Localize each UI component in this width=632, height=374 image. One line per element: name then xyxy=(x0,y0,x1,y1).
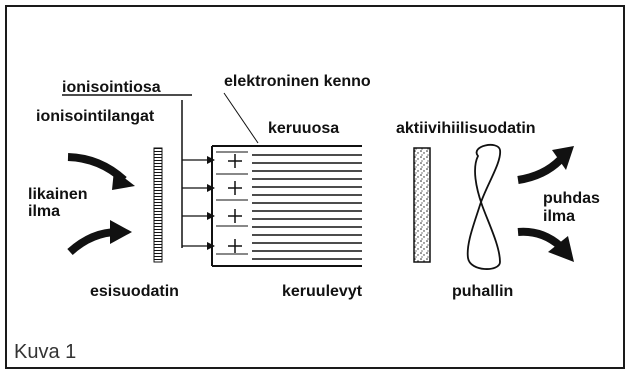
dirty-air-label-line2: ilma xyxy=(28,203,60,220)
collector-section-label: keruuosa xyxy=(268,120,339,137)
dirty-air-label-line1: likainen xyxy=(28,186,88,203)
ionisation-section-label: ionisointiosa xyxy=(62,79,161,96)
activated-carbon-filter xyxy=(413,147,431,263)
fan-label: puhallin xyxy=(452,283,513,300)
clean-air-label-line2: ilma xyxy=(543,208,575,225)
collector-plates-label: keruulevyt xyxy=(282,283,363,300)
prefilter xyxy=(153,147,163,263)
dirty-air-arrow-upper-head xyxy=(112,170,135,190)
clean-air-arrow-upper-shaft xyxy=(517,157,563,184)
electronic-cell-leader-line xyxy=(223,92,259,144)
fan xyxy=(466,143,501,270)
figure-caption: Kuva 1 xyxy=(14,341,76,363)
prefilter-label: esisuodatin xyxy=(90,283,179,300)
activated-carbon-filter-label: aktiivihiilisuodatin xyxy=(396,120,536,137)
collector-plates xyxy=(252,154,362,260)
ionisation-electrodes xyxy=(216,151,248,255)
ionisation-wires-label: ionisointilangat xyxy=(36,108,155,125)
dirty-air-arrow-lower-head xyxy=(110,220,132,244)
clean-air-arrow-lower-shaft xyxy=(517,227,563,250)
clean-air-arrow-upper-head xyxy=(552,146,574,170)
electronic-cell-label: elektroninen kenno xyxy=(224,73,371,90)
clean-air-arrow-lower-head xyxy=(548,236,574,262)
clean-air-label-line1: puhdas xyxy=(543,190,600,207)
